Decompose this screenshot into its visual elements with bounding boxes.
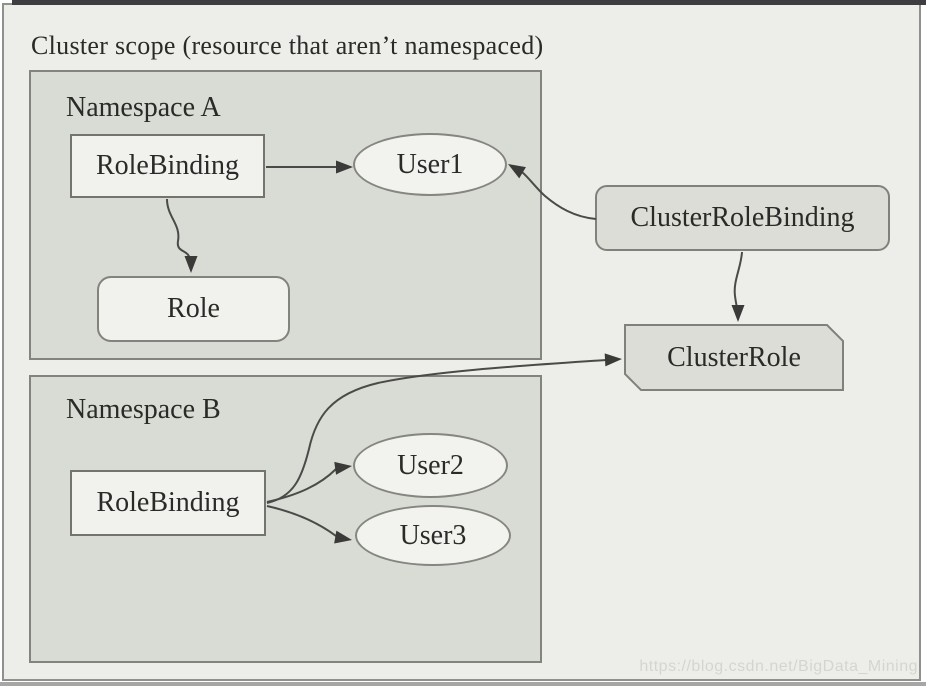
node-user2: User2 [353,433,508,498]
node-clusterrole: ClusterRole [667,341,801,373]
node-user3: User3 [355,505,511,566]
node-role: Role [97,276,290,342]
node-rolebinding-a: RoleBinding [70,134,265,198]
namespace-a-label: Namespace A [66,92,221,123]
top-border-bar [12,0,926,5]
node-rolebinding-b: RoleBinding [70,470,266,536]
node-user1: User1 [353,133,507,196]
diagram-title: Cluster scope (resource that aren’t name… [31,31,544,60]
namespace-b-label: Namespace B [66,394,221,425]
node-clusterrolebinding: ClusterRoleBinding [595,185,890,251]
bottom-border-strip [0,682,926,686]
watermark-url: https://blog.csdn.net/BigData_Mining [639,658,918,675]
